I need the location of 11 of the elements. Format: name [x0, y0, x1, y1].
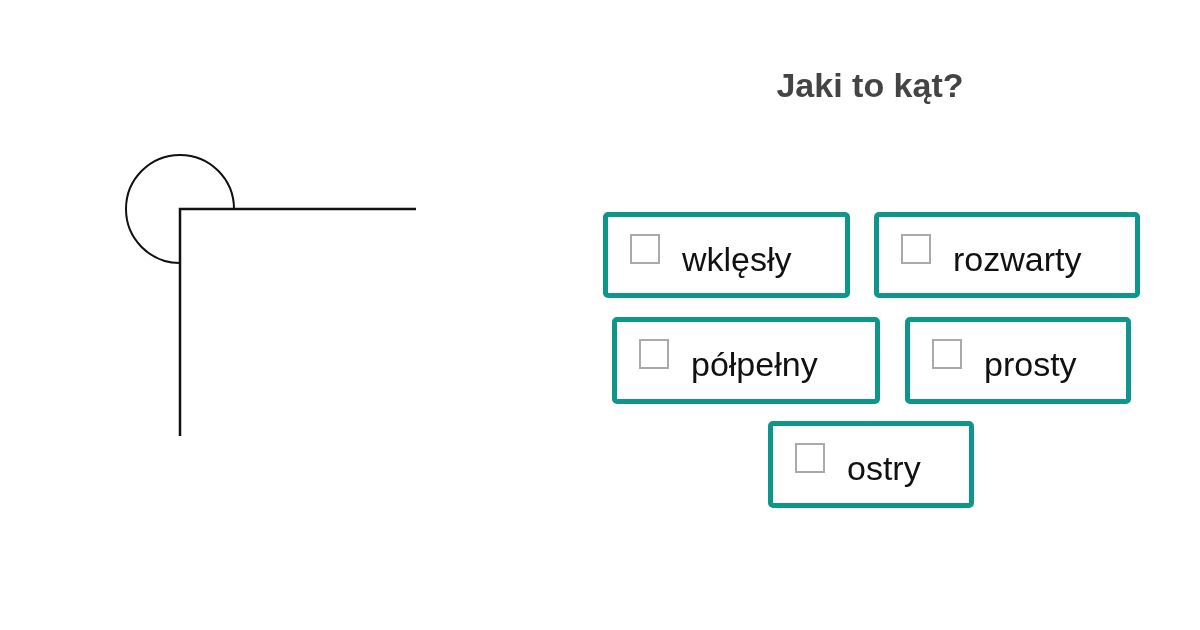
option-label: rozwarty	[953, 239, 1082, 279]
answer-option	[612, 317, 880, 404]
option-label: ostry	[847, 448, 921, 488]
option-label: wklęsły	[682, 239, 792, 279]
answer-option	[768, 421, 974, 508]
answer-option	[874, 212, 1140, 298]
answer-option	[905, 317, 1131, 404]
question-title: Jaki to kąt?	[775, 66, 965, 105]
option-label: półpełny	[691, 344, 818, 384]
option-label: prosty	[984, 344, 1077, 384]
answer-option	[603, 212, 850, 298]
